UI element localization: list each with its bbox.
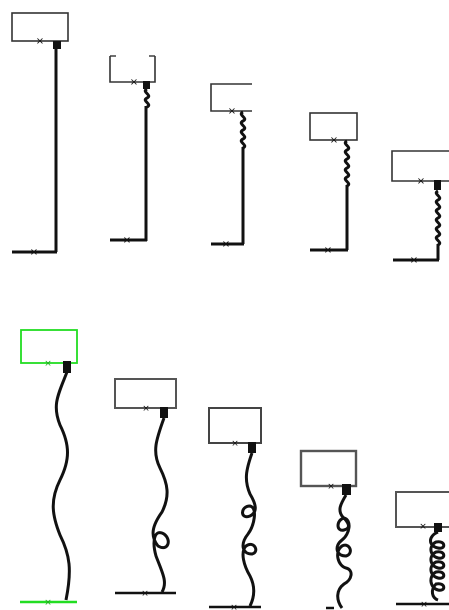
bottom-stage-3-anchor bbox=[248, 442, 256, 453]
bottom-stage-3-box bbox=[208, 407, 262, 444]
bottom-stage-2: × × bbox=[114, 378, 177, 599]
top-stage-5-coil bbox=[434, 189, 442, 247]
bottom-stage-2-wave bbox=[151, 417, 170, 593]
bottom-stage-1: × × bbox=[20, 329, 78, 608]
bottom-stage-1-wave bbox=[51, 371, 71, 601]
bottom-stage-2-base-marker: × bbox=[141, 589, 149, 599]
bottom-stage-5-anchor bbox=[434, 523, 442, 532]
bottom-stage-5-box-marker: × bbox=[419, 522, 427, 532]
top-stage-5-anchor bbox=[434, 180, 441, 190]
top-stage-2-box-marker: × bbox=[130, 77, 138, 88]
bottom-stage-4: × bbox=[299, 449, 358, 610]
top-stage-2-box bbox=[109, 56, 156, 83]
bottom-stage-1-box bbox=[20, 329, 78, 364]
top-stage-3: × × bbox=[210, 83, 252, 250]
bottom-stage-4-box-marker: × bbox=[327, 482, 335, 492]
bottom-stage-1-base-marker: × bbox=[44, 598, 52, 608]
bottom-stage-3: × × bbox=[208, 407, 262, 610]
bottom-stage-3-box-marker: × bbox=[231, 439, 239, 449]
top-stage-1: × × bbox=[11, 12, 69, 258]
top-stage-2-anchor bbox=[143, 81, 150, 89]
top-stage-3-base-marker: × bbox=[222, 239, 230, 250]
bottom-stage-1-anchor bbox=[63, 361, 71, 373]
top-stage-5: × × bbox=[391, 150, 449, 266]
bottom-stage-5-wave bbox=[429, 530, 446, 602]
top-stage-3-coil bbox=[239, 110, 247, 150]
bottom-stage-2-anchor bbox=[160, 407, 168, 418]
top-stage-5-box-marker: × bbox=[417, 176, 425, 187]
bottom-stage-5-base-marker: × bbox=[420, 600, 428, 610]
bottom-stage-5-box bbox=[395, 491, 449, 528]
top-stage-2: × × bbox=[109, 55, 156, 246]
top-stage-2-coil bbox=[143, 87, 151, 109]
bottom-stage-4-anchor bbox=[342, 484, 351, 495]
bottom-stage-1-box-marker: × bbox=[44, 359, 52, 369]
top-stage-1-box bbox=[11, 12, 69, 42]
bottom-stage-2-box-marker: × bbox=[142, 404, 150, 414]
top-stage-4-base-marker: × bbox=[324, 245, 332, 256]
bottom-stage-4-wave bbox=[335, 494, 353, 609]
top-stage-4: × × bbox=[309, 112, 358, 256]
top-stage-3-box-marker: × bbox=[228, 106, 236, 117]
bottom-stage-3-wave bbox=[241, 452, 258, 607]
top-stage-1-box-marker: × bbox=[36, 36, 44, 47]
top-stage-5-box bbox=[391, 150, 449, 182]
bottom-stage-4-box bbox=[299, 449, 358, 488]
top-stage-3-box bbox=[210, 83, 252, 112]
top-stage-2-base-marker: × bbox=[123, 235, 131, 246]
bottom-stage-3-base-marker: × bbox=[230, 603, 238, 610]
top-stage-5-base-marker: × bbox=[410, 255, 418, 266]
bottom-stage-5: × × bbox=[395, 491, 449, 610]
bottom-stage-2-box bbox=[114, 378, 177, 409]
top-stage-4-coil bbox=[343, 139, 351, 188]
top-stage-4-box bbox=[309, 112, 358, 141]
top-stage-1-base-marker: × bbox=[30, 247, 38, 258]
top-stage-4-box-marker: × bbox=[330, 135, 338, 146]
